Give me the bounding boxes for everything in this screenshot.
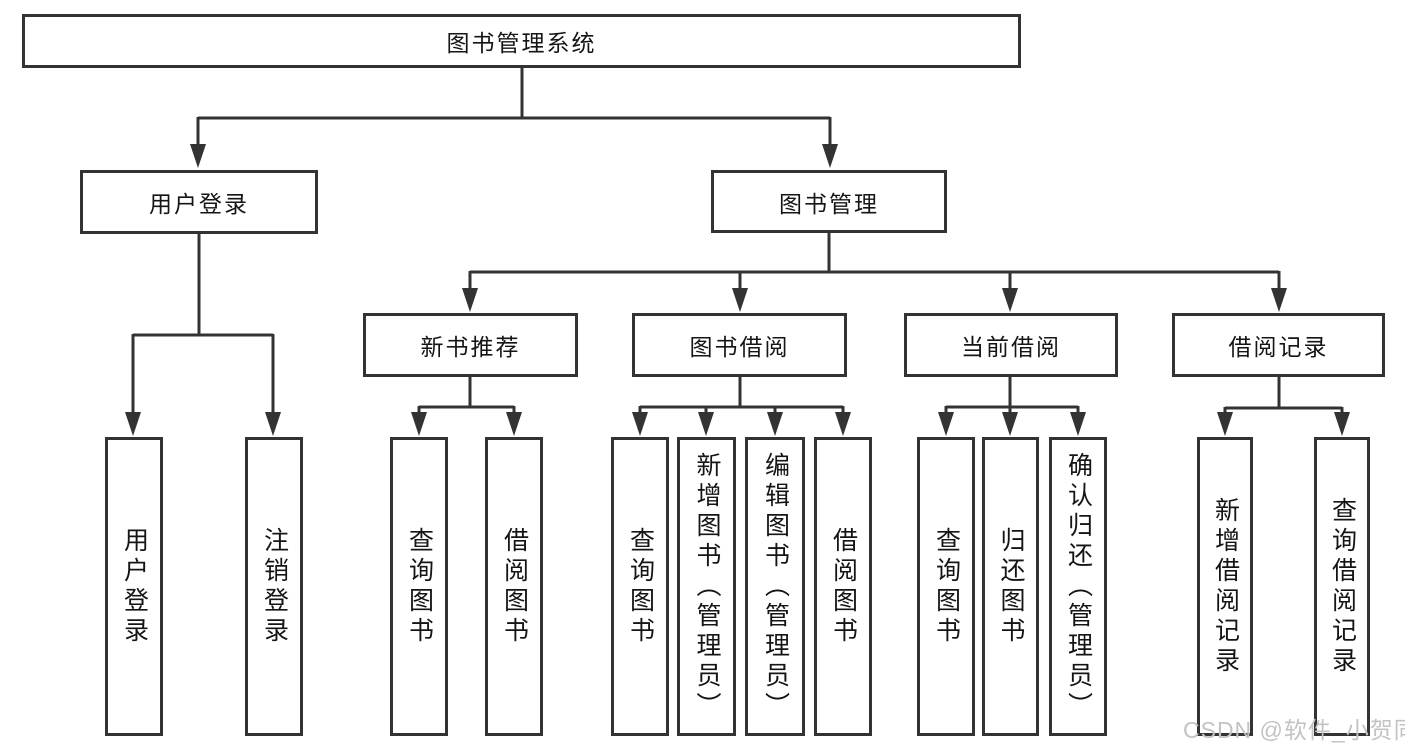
leaf-user-login: 用户登录	[105, 437, 163, 736]
leaf-add-borrow-record: 新增借阅记录	[1197, 437, 1253, 736]
node-user-login: 用户登录	[80, 170, 318, 234]
leaf-confirm-return-admin: 确认归还（管理员）	[1049, 437, 1107, 736]
leaf-edit-book-admin: 编辑图书（管理员）	[745, 437, 805, 736]
leaf-logout: 注销登录	[245, 437, 303, 736]
leaf-borrow-books-2: 借阅图书	[814, 437, 872, 736]
leaf-query-books-1: 查询图书	[390, 437, 448, 736]
connector-paths	[131, 68, 1344, 413]
node-borrowing-records: 借阅记录	[1172, 313, 1385, 377]
node-book-management: 图书管理	[711, 170, 947, 233]
node-book-borrowing: 图书借阅	[632, 313, 847, 377]
csdn-watermark: CSDN @软件_小贺同学	[1183, 717, 1405, 743]
leaf-query-books-2: 查询图书	[611, 437, 669, 736]
leaf-return-book: 归还图书	[982, 437, 1039, 736]
arrowheads	[125, 144, 1350, 436]
leaf-borrow-books-1: 借阅图书	[485, 437, 543, 736]
node-new-book-recommendation: 新书推荐	[363, 313, 578, 377]
leaf-query-borrow-record: 查询借阅记录	[1314, 437, 1370, 736]
leaf-query-books-3: 查询图书	[917, 437, 975, 736]
node-root: 图书管理系统	[22, 14, 1021, 68]
node-current-borrowing: 当前借阅	[904, 313, 1118, 377]
leaf-add-book-admin: 新增图书（管理员）	[677, 437, 736, 736]
